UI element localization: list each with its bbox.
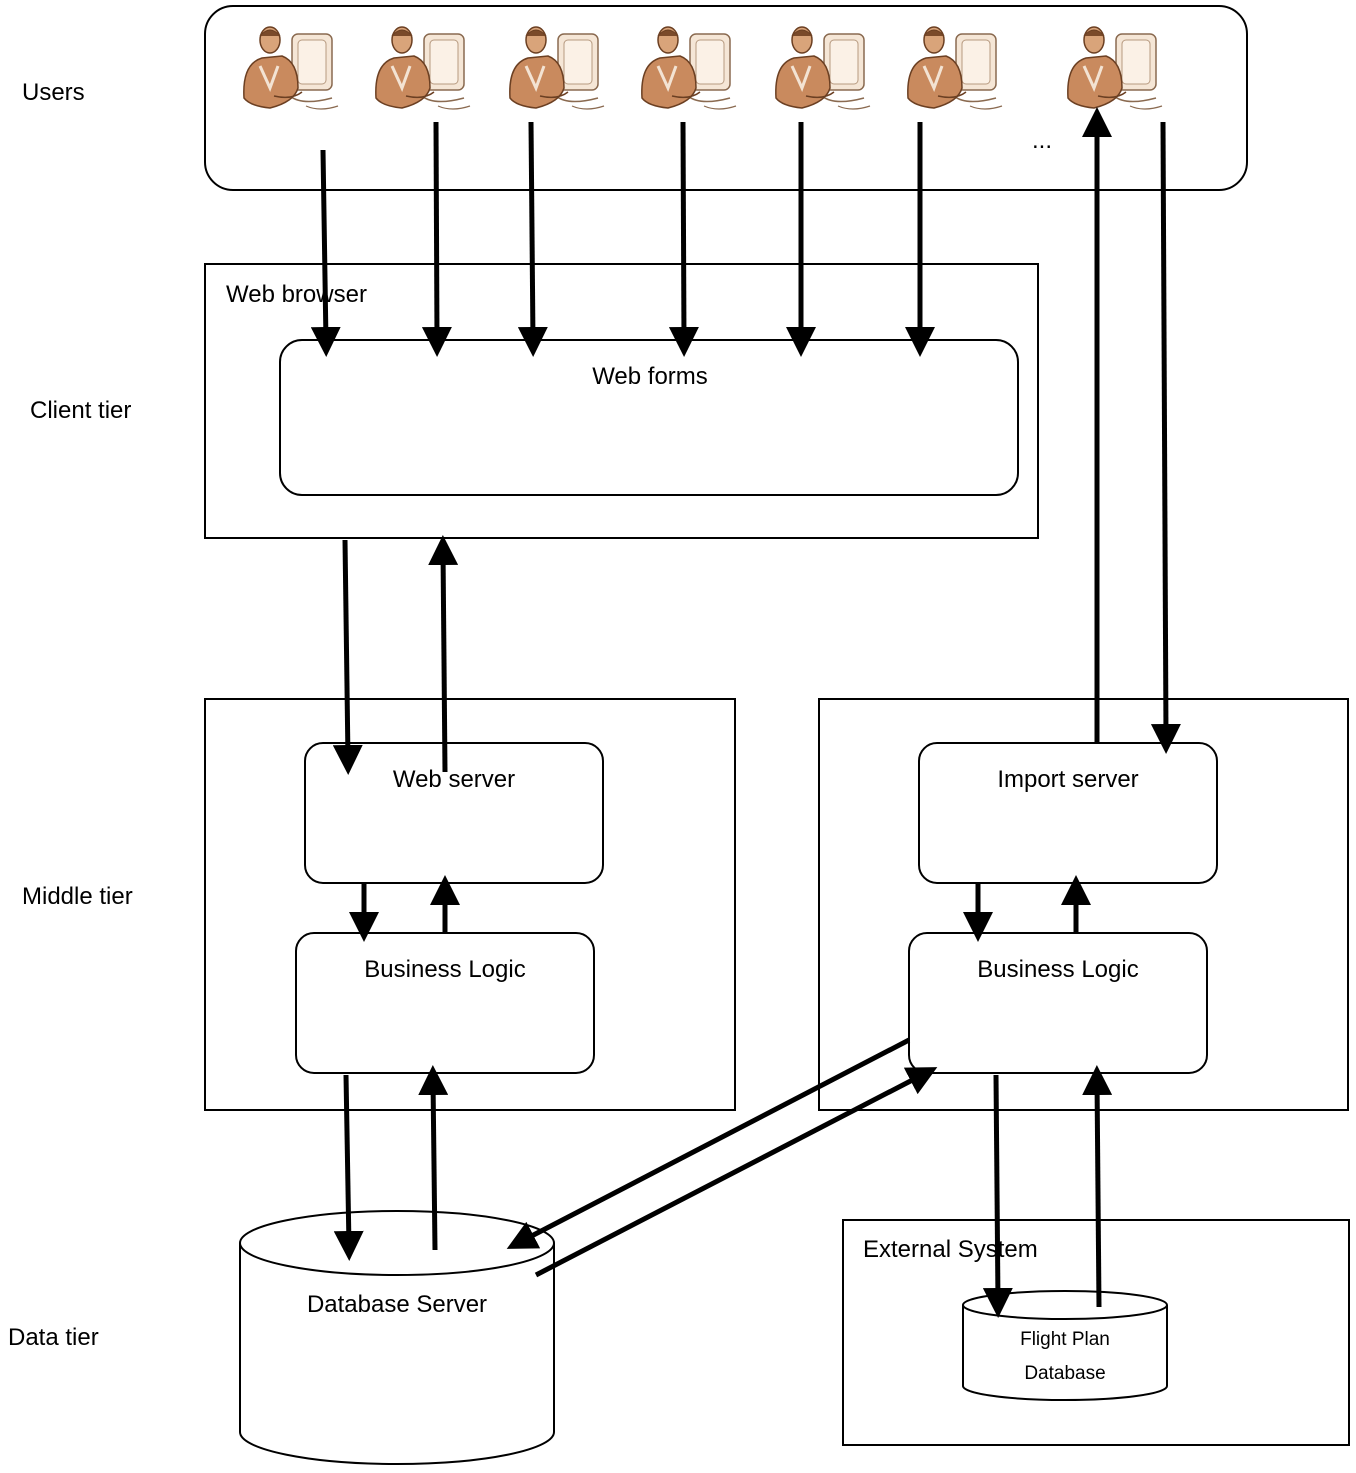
tier-label-middle: Middle tier xyxy=(22,883,133,910)
arrow-import-logic-to-database xyxy=(506,1037,911,1249)
web-forms-box xyxy=(279,339,1019,496)
external-system-label: External System xyxy=(863,1236,1038,1263)
arrow-webserver-to-browser xyxy=(428,535,459,773)
web-browser-label: Web browser xyxy=(226,281,367,308)
arrow-database-to-import-logic xyxy=(534,1067,938,1278)
business-logic-left-box xyxy=(295,932,595,1074)
flight-plan-database-cylinder xyxy=(962,1290,1168,1401)
arrow-database-to-logic xyxy=(418,1065,449,1251)
web-forms-label: Web forms xyxy=(592,363,708,390)
arrow-down xyxy=(668,121,699,357)
arrow-browser-to-webserver xyxy=(332,539,363,775)
arrow-down xyxy=(517,121,548,357)
tier-label-data: Data tier xyxy=(8,1324,99,1351)
import-server-box xyxy=(918,742,1218,884)
web-server-box xyxy=(304,742,604,884)
tier-label-client: Client tier xyxy=(30,397,131,424)
users-ellipsis: ... xyxy=(1032,127,1052,154)
flight-plan-db-label-line2: Database xyxy=(1024,1363,1105,1384)
web-server-label: Web server xyxy=(393,766,515,793)
arrow-users-to-import xyxy=(1150,121,1181,754)
arrow-logic-to-flightplan xyxy=(982,1074,1013,1318)
arrow-logic-to-database xyxy=(333,1074,364,1261)
arrow-down xyxy=(421,121,452,357)
business-logic-left-label: Business Logic xyxy=(364,956,525,983)
tier-label-users: Users xyxy=(22,79,85,106)
business-logic-right-label: Business Logic xyxy=(977,956,1138,983)
user-to-forms-arrows xyxy=(310,121,935,357)
import-server-label: Import server xyxy=(997,766,1138,793)
arrow-down xyxy=(310,149,341,357)
arrow-flightplan-to-logic xyxy=(1082,1065,1113,1308)
database-server-label: Database Server xyxy=(307,1291,487,1318)
business-logic-right-box xyxy=(908,932,1208,1074)
database-server-cylinder xyxy=(239,1210,555,1465)
flight-plan-db-label-line1: Flight Plan xyxy=(1020,1329,1110,1350)
